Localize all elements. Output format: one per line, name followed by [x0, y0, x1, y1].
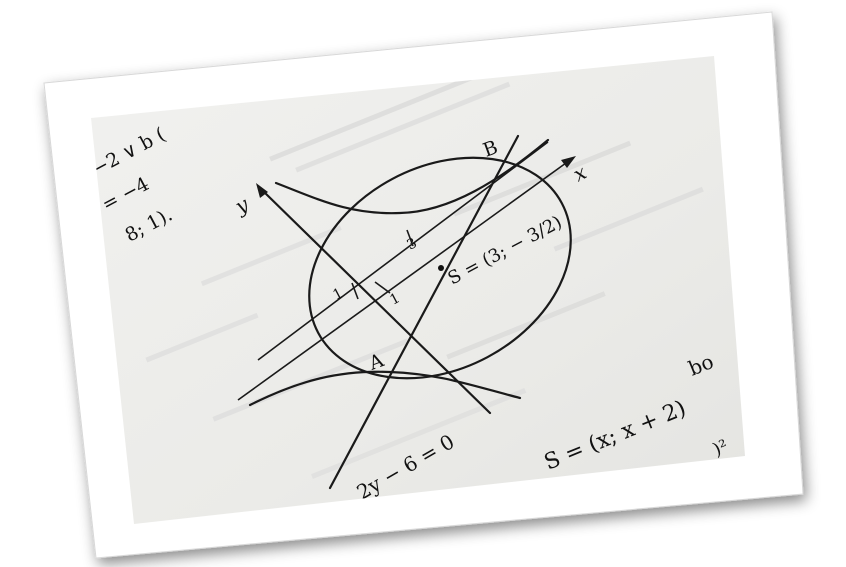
x-axis-line [237, 162, 567, 401]
y-axis-line [260, 188, 492, 415]
upper-line [257, 141, 549, 361]
hyperbola-upper-branch [274, 138, 550, 215]
ellipse [308, 156, 572, 380]
tick-mark-3 [406, 229, 414, 247]
center-point [438, 265, 444, 271]
tick-mark-1b [374, 281, 391, 294]
secant-line [328, 134, 520, 490]
paper-page [91, 56, 745, 524]
tick-mark-1 [351, 282, 359, 300]
x-axis-arrow [561, 156, 576, 168]
y-axis-arrow [256, 183, 268, 198]
hyperbola-lower-branch [248, 370, 522, 407]
